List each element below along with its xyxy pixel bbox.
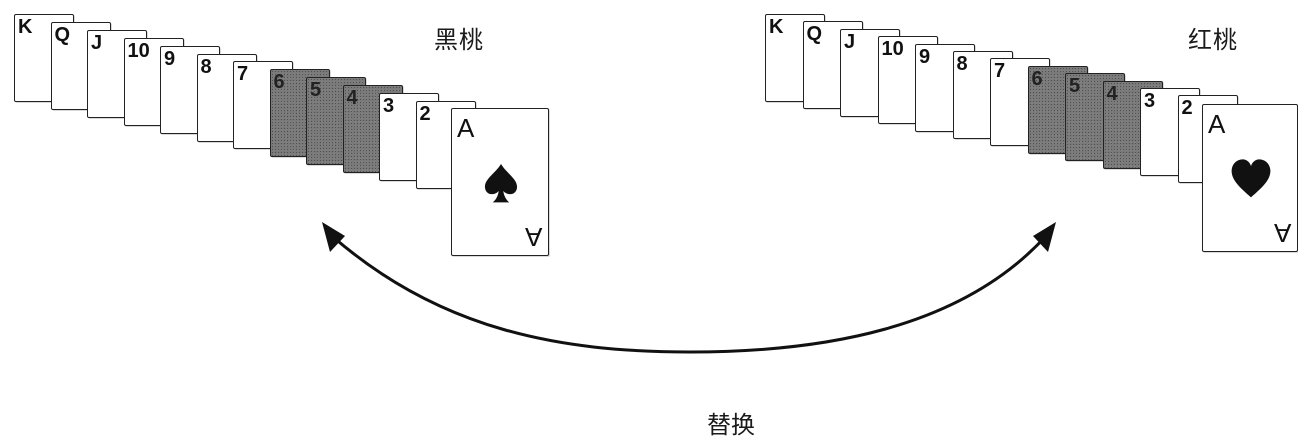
- card-rank-label: 10: [881, 38, 904, 61]
- card-rank-label: 7: [994, 60, 1006, 83]
- card-rank-label: J: [91, 31, 103, 54]
- card-rank-label: 2: [419, 102, 431, 125]
- card-rank-label: 4: [1106, 82, 1118, 105]
- card-rank-label: 8: [200, 55, 212, 78]
- card-rank-label: K: [769, 16, 784, 38]
- heart-icon: [1230, 157, 1272, 204]
- card-rank-label: 6: [1031, 67, 1043, 90]
- card-rank-label: 3: [1144, 90, 1156, 112]
- right-arrowhead-icon: [1033, 222, 1056, 252]
- card-rank-label: 10: [127, 39, 150, 62]
- card-rank-label: 5: [1069, 75, 1081, 98]
- card-rank-label: 4: [346, 87, 358, 110]
- card-rank-label: Q: [54, 23, 71, 46]
- ace-rank-label: A: [457, 113, 475, 143]
- spade-icon: [482, 161, 520, 210]
- card-rank-label: 9: [164, 47, 176, 70]
- card-rank-label: 8: [956, 53, 968, 75]
- heart-suit-label: 红桃: [1188, 26, 1238, 54]
- card-rank-label: K: [18, 16, 33, 38]
- card-rank-label: Q: [806, 23, 823, 46]
- card-rank-label: 7: [237, 63, 249, 86]
- card-rank-label: 6: [273, 71, 285, 94]
- card-rank-label: J: [844, 30, 856, 53]
- card-rank-label: 3: [383, 95, 395, 117]
- card-rank-label: 2: [1181, 97, 1193, 120]
- left-arrowhead-icon: [322, 222, 345, 252]
- spade-suit-label: 黑桃: [434, 26, 484, 54]
- card-rank-label: 5: [310, 79, 322, 102]
- card-rank-label: 9: [919, 45, 931, 68]
- swap-caption: 替换: [707, 411, 755, 439]
- ace-rank-label: A: [1208, 109, 1226, 139]
